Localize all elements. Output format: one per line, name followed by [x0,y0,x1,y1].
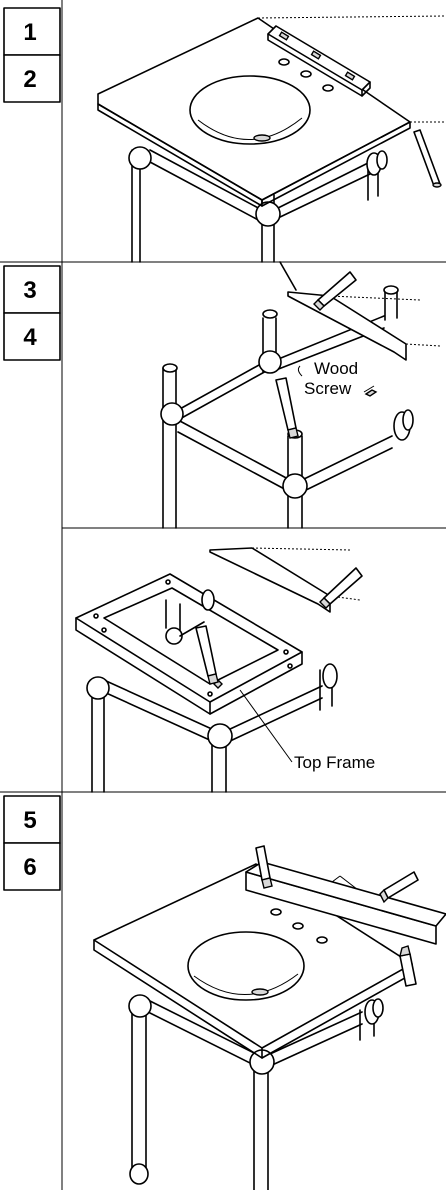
step-box-1: 1 [3,7,61,56]
glue-tube-icon [319,567,363,609]
glue-tube-icon [313,271,357,311]
shim-tool-icon [413,129,442,188]
wood-screw-label-line2: Screw [304,379,352,398]
panel-backsplash [93,845,446,1190]
panel-level-top [97,15,445,263]
step-number-3: 3 [23,277,36,304]
glue-tube-icon [399,945,417,987]
step-number-4: 4 [23,324,37,351]
glue-tube-icon [275,377,299,439]
step-box-5: 5 [3,795,61,844]
step-box-4: 4 [3,312,61,361]
glue-tube-icon [195,625,219,685]
spirit-level-icon [267,25,371,97]
panel-top-frame: Top Frame [75,547,375,793]
step-box-6: 6 [3,842,61,891]
wood-screw-label-line1: Wood [314,359,358,378]
step-number-2: 2 [23,66,36,93]
step-box-2: 2 [3,54,61,103]
top-frame-label: Top Frame [294,753,375,772]
glue-tube-icon [255,845,273,889]
step-number-5: 5 [23,807,36,834]
step-number-1: 1 [23,19,36,46]
panel-wood-screw: Wood Screw [160,261,441,529]
step-box-3: 3 [3,265,61,314]
step-number-6: 6 [23,854,36,881]
glue-tube-icon [379,871,419,904]
